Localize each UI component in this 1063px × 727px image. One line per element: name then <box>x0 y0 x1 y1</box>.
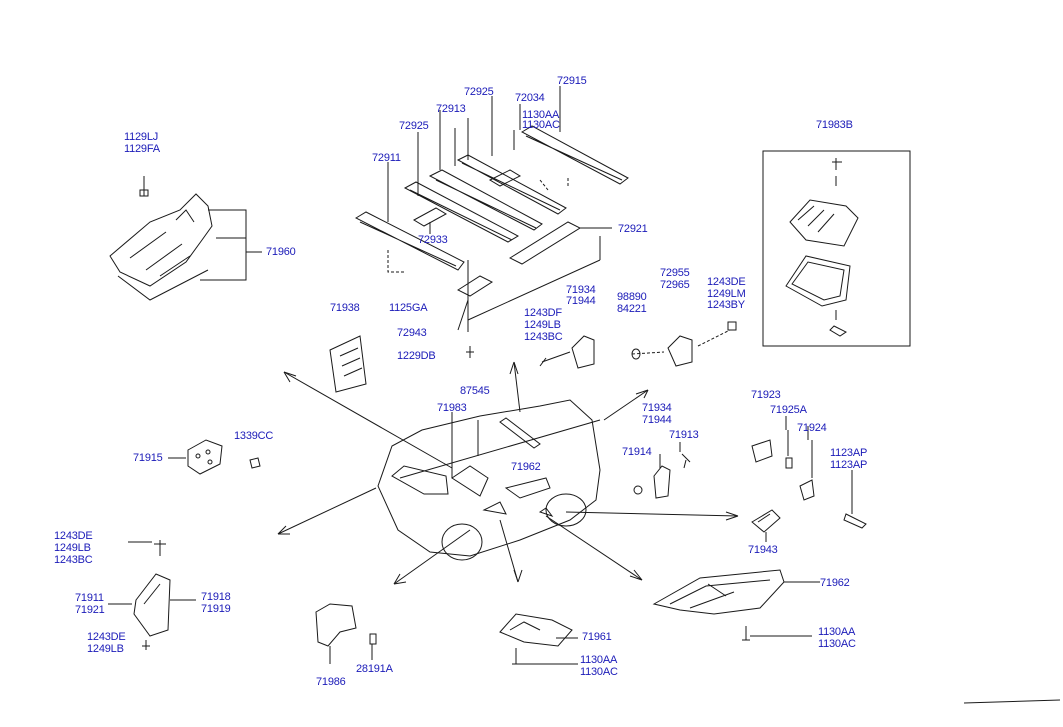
plate-72943 <box>456 275 494 297</box>
label-71983: 71983 <box>437 402 467 414</box>
label-1243de-low: 1243DE <box>87 631 126 643</box>
label-71938: 71938 <box>330 302 360 314</box>
label-72915: 72915 <box>557 75 587 87</box>
label-1249lb-top: 1249LB <box>524 319 561 331</box>
bracket-71986 <box>315 603 377 664</box>
label-1243by: 1243BY <box>707 299 745 311</box>
parts-71914 <box>633 453 691 499</box>
label-1243de-mid: 1243DE <box>54 530 93 542</box>
parts-71923 <box>751 430 867 529</box>
label-72955: 72955 <box>660 267 690 279</box>
label-leaders <box>387 86 853 583</box>
bracket-71938 <box>329 335 367 393</box>
leader-1125ga <box>387 250 404 273</box>
label-72913: 72913 <box>436 103 466 115</box>
label-87545: 87545 <box>460 385 490 397</box>
bracket-71934-top <box>539 335 595 369</box>
label-1129fa: 1129FA <box>124 143 160 155</box>
bracket-71961 <box>499 613 578 665</box>
label-1243de-top: 1243DE <box>707 276 746 288</box>
dash-lines-top <box>539 178 569 191</box>
label-71923: 71923 <box>751 389 781 401</box>
label-72965: 72965 <box>660 279 690 291</box>
label-71924: 71924 <box>797 422 827 434</box>
label-71944-mid: 71944 <box>642 414 672 426</box>
label-28191a: 28191A <box>356 663 393 675</box>
nut-1339cc <box>249 457 261 469</box>
label-1130ac-bottom: 1130AC <box>580 666 618 678</box>
dash-crossmember-71960 <box>109 176 262 301</box>
label-1243bc-top: 1243BC <box>524 331 563 343</box>
label-1130aa-top: 1130AA <box>522 109 560 121</box>
arrows <box>277 361 739 585</box>
bolt-1129 <box>139 176 149 197</box>
label-1243bc-mid: 1243BC <box>54 554 93 566</box>
corner-rule <box>963 699 1061 704</box>
label-71944-top: 71944 <box>566 295 596 307</box>
label-72943: 72943 <box>397 327 427 339</box>
label-72925-mid: 72925 <box>399 120 429 132</box>
label-71919: 71919 <box>201 603 231 615</box>
label-71983b: 71983B <box>816 119 853 131</box>
crossmember-72913 <box>428 169 543 231</box>
label-1123ap-a: 1123AP <box>830 447 868 459</box>
bolt-1229db <box>466 346 474 358</box>
label-1130aa-right: 1130AA <box>818 626 856 638</box>
label-1249lb-low: 1249LB <box>87 643 124 655</box>
label-1243df: 1243DF <box>524 307 562 319</box>
plate-72933 <box>412 207 448 227</box>
detail-box-contents <box>785 158 859 337</box>
group-bracket-line <box>467 227 601 332</box>
label-98890: 98890 <box>617 291 647 303</box>
label-1123ap-b: 1123AP <box>830 459 868 471</box>
label-71962-bottom: 71962 <box>820 577 850 589</box>
label-71925a: 71925A <box>770 404 807 416</box>
leader-72943 <box>457 299 469 331</box>
label-72925-top: 72925 <box>464 86 494 98</box>
detail-box-71983b <box>762 150 911 347</box>
label-1249lm: 1249LM <box>707 288 746 300</box>
label-1129lj: 1129LJ <box>124 131 159 143</box>
label-72034: 72034 <box>515 92 545 104</box>
crossmember-72925-upper <box>456 154 567 215</box>
label-71934-top: 71934 <box>566 284 596 296</box>
part-72955 <box>631 321 737 367</box>
vehicle-body <box>377 399 601 561</box>
label-72921: 72921 <box>618 223 648 235</box>
bracket-72034 <box>488 169 522 187</box>
label-71986: 71986 <box>316 676 346 688</box>
label-72911: 72911 <box>372 152 401 164</box>
bracket-71911 <box>108 540 196 650</box>
bracket-71915 <box>168 439 261 475</box>
label-71934-mid: 71934 <box>642 402 672 414</box>
label-71913: 71913 <box>669 429 699 441</box>
label-1229db: 1229DB <box>397 350 436 362</box>
plate-72921 <box>508 221 582 265</box>
label-71918: 71918 <box>201 591 231 603</box>
label-71961: 71961 <box>582 631 612 643</box>
floor-pan-71962 <box>652 569 818 641</box>
label-71915: 71915 <box>133 452 163 464</box>
label-1125ga: 1125GA <box>389 302 428 314</box>
label-71962-mid: 71962 <box>511 461 541 473</box>
label-72933: 72933 <box>418 234 448 246</box>
part-71943 <box>751 509 781 542</box>
label-1130ac-top: 1130AC <box>522 119 560 131</box>
label-71943: 71943 <box>748 544 778 556</box>
label-71911: 71911 <box>75 592 104 604</box>
label-71921: 71921 <box>75 604 105 616</box>
crossmember-72915 <box>520 125 629 185</box>
crossmember-72925-lower <box>403 181 520 243</box>
label-71914: 71914 <box>622 446 652 458</box>
label-1249lb-mid: 1249LB <box>54 542 91 554</box>
floor-crossmember-group <box>354 125 629 332</box>
label-71960: 71960 <box>266 246 296 258</box>
label-84221: 84221 <box>617 303 647 315</box>
label-1130ac-right: 1130AC <box>818 638 856 650</box>
crossmember-72911 <box>354 211 465 271</box>
label-1130aa-bottom: 1130AA <box>580 654 618 666</box>
label-1339cc: 1339CC <box>234 430 274 442</box>
